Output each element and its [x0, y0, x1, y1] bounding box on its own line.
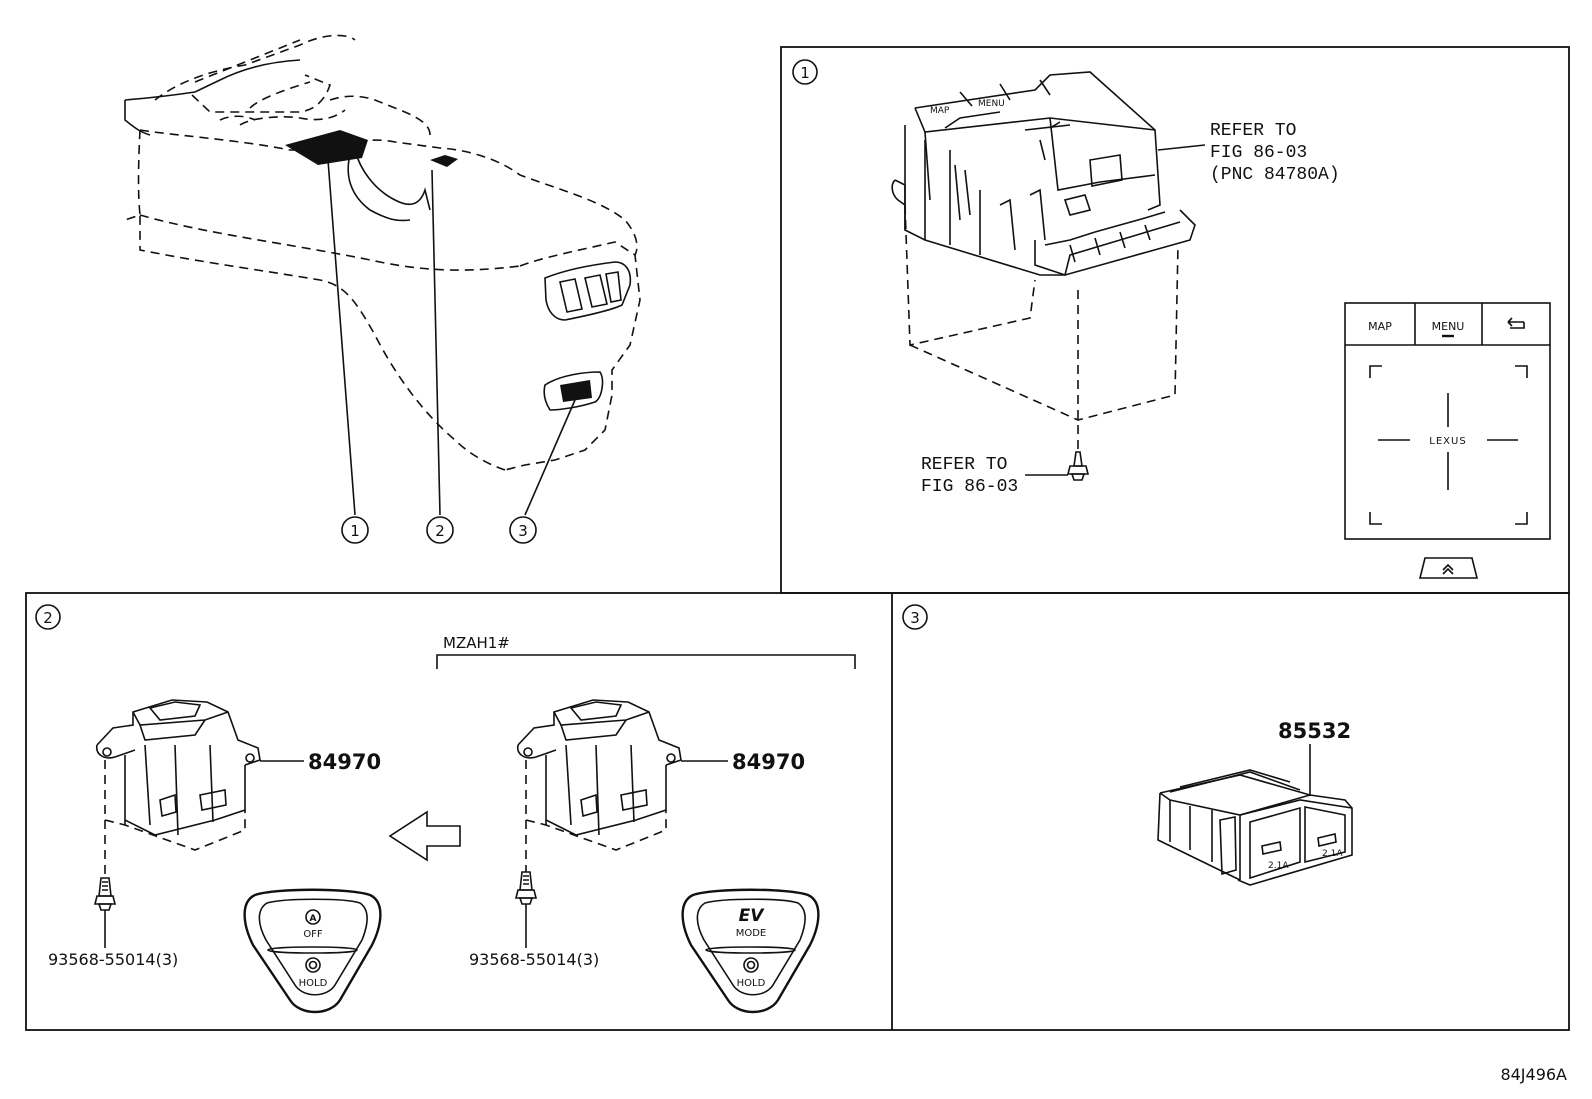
usb-port-label-right: 2.1A: [1322, 849, 1343, 859]
callout-1-label: 1: [350, 522, 360, 540]
touchpad-map-button: MAP: [1368, 320, 1392, 333]
part-number-84970-left: 84970: [308, 750, 381, 774]
switch-2-location: [430, 155, 458, 167]
callout-1: [341, 516, 369, 544]
switch-3-location: [560, 380, 592, 402]
switch-84970-left: [95, 699, 261, 836]
panel-bottom-frame: [25, 592, 1570, 1031]
panel-1-callout: [792, 59, 818, 85]
panel-2-callout: [35, 604, 61, 630]
panel-1: 1 MAP MENU REFER TO: [792, 59, 1551, 579]
refer-to-top-line-2: FIG 86-03: [1210, 143, 1307, 163]
mzah1-bracket: [436, 654, 856, 669]
panel-frames: [25, 46, 1570, 1031]
callout-3: [509, 516, 537, 544]
center-console-overview: 1 2 3: [124, 34, 641, 544]
usb-port-icon-left: [1261, 841, 1282, 855]
touchpad-tab: [1418, 557, 1479, 579]
usb-charger-85532: 2.1A 2.1A: [1157, 769, 1353, 886]
panel-1-callout-label: 1: [800, 64, 810, 82]
left-arrow-icon: [388, 810, 461, 862]
callout-2-label: 2: [435, 522, 445, 540]
auto-off-label: OFF: [303, 929, 323, 940]
switch-1-location: [285, 130, 368, 165]
screw-panel-1: [1066, 451, 1090, 481]
diagram-code: 84J496A: [1500, 1065, 1567, 1084]
mini-menu-label: MENU: [978, 99, 1005, 109]
ev-mode-switch-cover: EV MODE HOLD: [681, 888, 820, 1014]
refer-to-bottom-line-2: FIG 86-03: [921, 477, 1018, 497]
part-number-85532: 85532: [1278, 719, 1351, 743]
double-chevron-up-icon: [1442, 563, 1454, 575]
usb-port-icon-right: [1317, 833, 1337, 847]
callout-3-label: 3: [518, 522, 528, 540]
refer-to-bottom-line-1: REFER TO: [921, 455, 1007, 475]
switch-84970-right: [516, 699, 682, 836]
mini-map-label: MAP: [930, 106, 950, 116]
ev-mode-label: MODE: [736, 928, 767, 939]
refer-to-top-line-3: (PNC 84780A): [1210, 165, 1340, 185]
part-number-93568-right: 93568-55014(3): [469, 950, 599, 969]
touchpad-detail: MAP MENU LEXUS: [1344, 302, 1551, 579]
ev-label: EV: [739, 906, 766, 926]
part-number-84970-right: 84970: [732, 750, 805, 774]
svg-text:A: A: [310, 914, 317, 924]
panel-3-callout-label: 3: [910, 609, 920, 627]
panel-3-callout: [902, 604, 928, 630]
variant-label: MZAH1#: [443, 634, 510, 652]
lexus-logo: LEXUS: [1429, 436, 1466, 447]
remote-touch-unit: MAP MENU: [891, 71, 1196, 277]
back-arrow-icon: [1507, 317, 1525, 329]
auto-hold-switch-cover: A OFF HOLD: [243, 888, 382, 1014]
callout-2: [426, 516, 454, 544]
refer-to-top-line-1: REFER TO: [1210, 121, 1296, 141]
part-number-93568-left: 93568-55014(3): [48, 950, 178, 969]
panel-2: 2 MZAH1# 84970 9: [35, 604, 856, 1014]
touchpad-menu-button: MENU: [1432, 320, 1465, 333]
screw-right: [514, 871, 538, 905]
usb-port-label-left: 2.1A: [1268, 861, 1289, 871]
rear-vent: [544, 261, 632, 321]
hold-label-left: HOLD: [299, 978, 328, 989]
panel-2-callout-label: 2: [43, 609, 53, 627]
panel-3: 3 85532 2.1A 2.1A: [902, 604, 1353, 886]
screw-left: [93, 877, 117, 911]
hold-label-right: HOLD: [737, 978, 766, 989]
